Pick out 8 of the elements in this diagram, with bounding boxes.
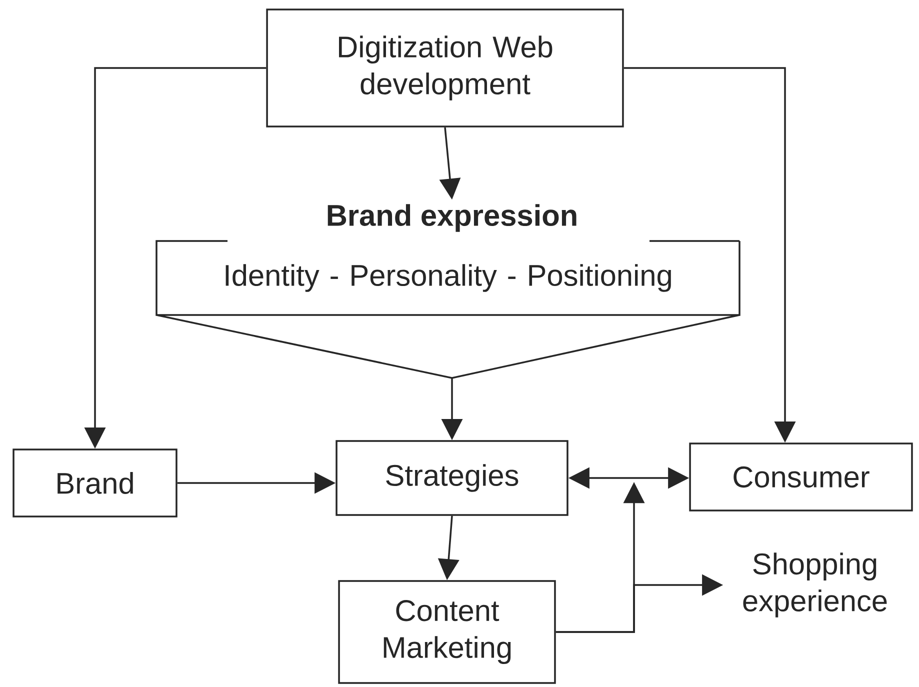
heading: Brand expression <box>328 204 576 232</box>
node-text: Identity - Personality - Positioning <box>226 264 671 292</box>
process-box: Digitization Web development <box>266 8 624 128</box>
process-box: Content Marketing <box>338 580 556 684</box>
process-box: Consumer <box>689 442 913 512</box>
process-box: Brand <box>12 448 178 518</box>
process-box: Strategies <box>336 440 568 516</box>
node-text: Shopping experience <box>743 552 887 618</box>
